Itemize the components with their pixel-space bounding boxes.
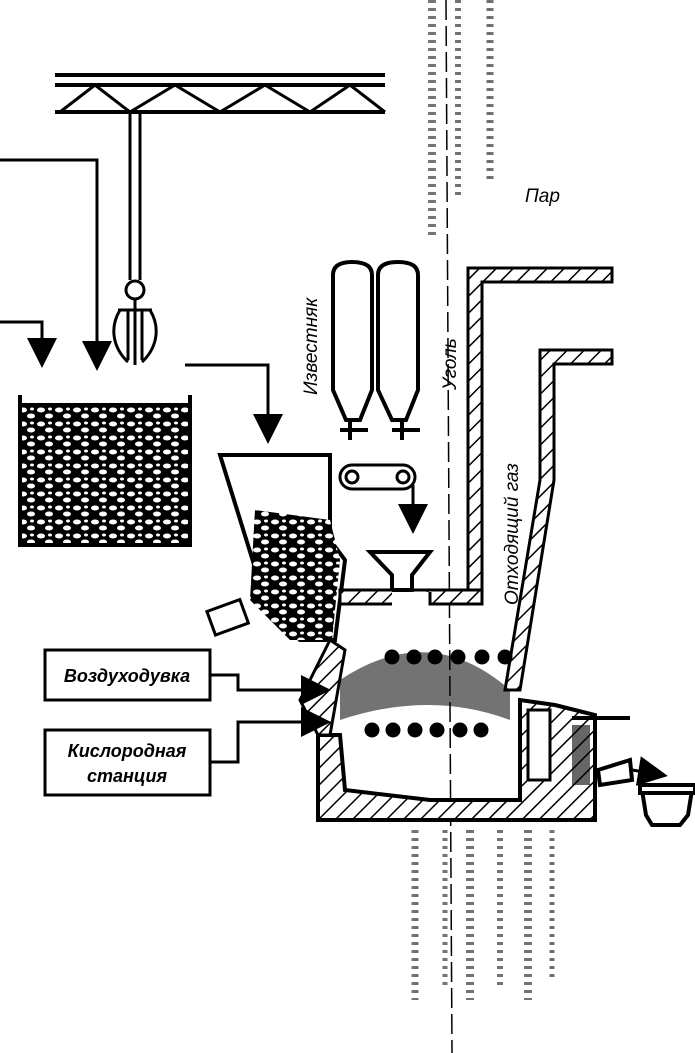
oxygen-station-label-line2: станция [87,766,168,786]
oxygen-station-box: Кислородная станция [43,707,331,797]
steam-label: Пар [525,186,560,207]
furnace [298,637,630,822]
feed-arrows [0,158,283,444]
scrap-box [18,395,192,547]
feed-funnel [365,550,435,592]
limestone-label: Известняк [301,297,322,395]
limestone-silo [331,259,374,422]
off-gas-label: Отходящий газ [502,463,523,605]
oxygen-station-label-line1: Кислородная [68,741,187,761]
silos [331,259,420,440]
off-gas-duct [338,266,614,692]
coal-label: Уголь [440,338,461,391]
blower-label: Воздуходувка [64,666,190,686]
rollers [364,649,513,738]
coal-silo [376,259,420,422]
ladle [595,756,695,827]
blower-box: Воздуходувка [43,648,331,705]
charging-chute [204,453,348,642]
overhead-crane [55,73,386,280]
bleed-through-marks [411,0,555,1053]
grab-bucket-icon [112,279,158,365]
conveyor-belt [338,463,428,534]
